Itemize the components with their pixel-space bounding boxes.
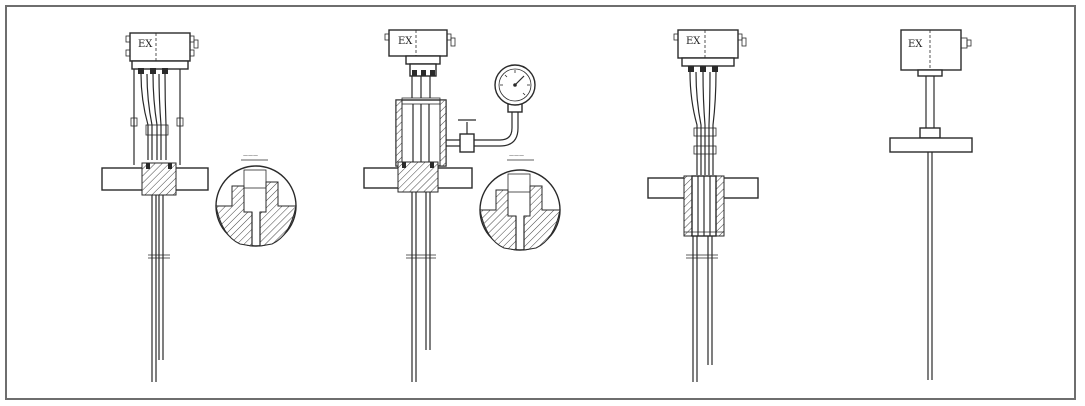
- detail-caption: ———: [243, 153, 258, 159]
- housing-label: EX: [908, 39, 923, 50]
- housing-label: EX: [686, 36, 701, 47]
- housing-label: EX: [138, 39, 153, 50]
- figure-1-detail-view: ———: [215, 153, 297, 247]
- figure-3-sleeved-probe: EX: [647, 29, 759, 382]
- housing-label: EX: [398, 36, 413, 47]
- figure-1-multi-rod-probe: EX ———: [101, 32, 297, 382]
- detail-caption: ———: [509, 153, 524, 159]
- figure-4-single-rod-probe: EX: [889, 29, 973, 380]
- pressure-gauge: [494, 64, 536, 106]
- figure-2-probe-with-gauge: EX: [363, 29, 561, 382]
- figure-2-detail-view: ———: [479, 153, 561, 251]
